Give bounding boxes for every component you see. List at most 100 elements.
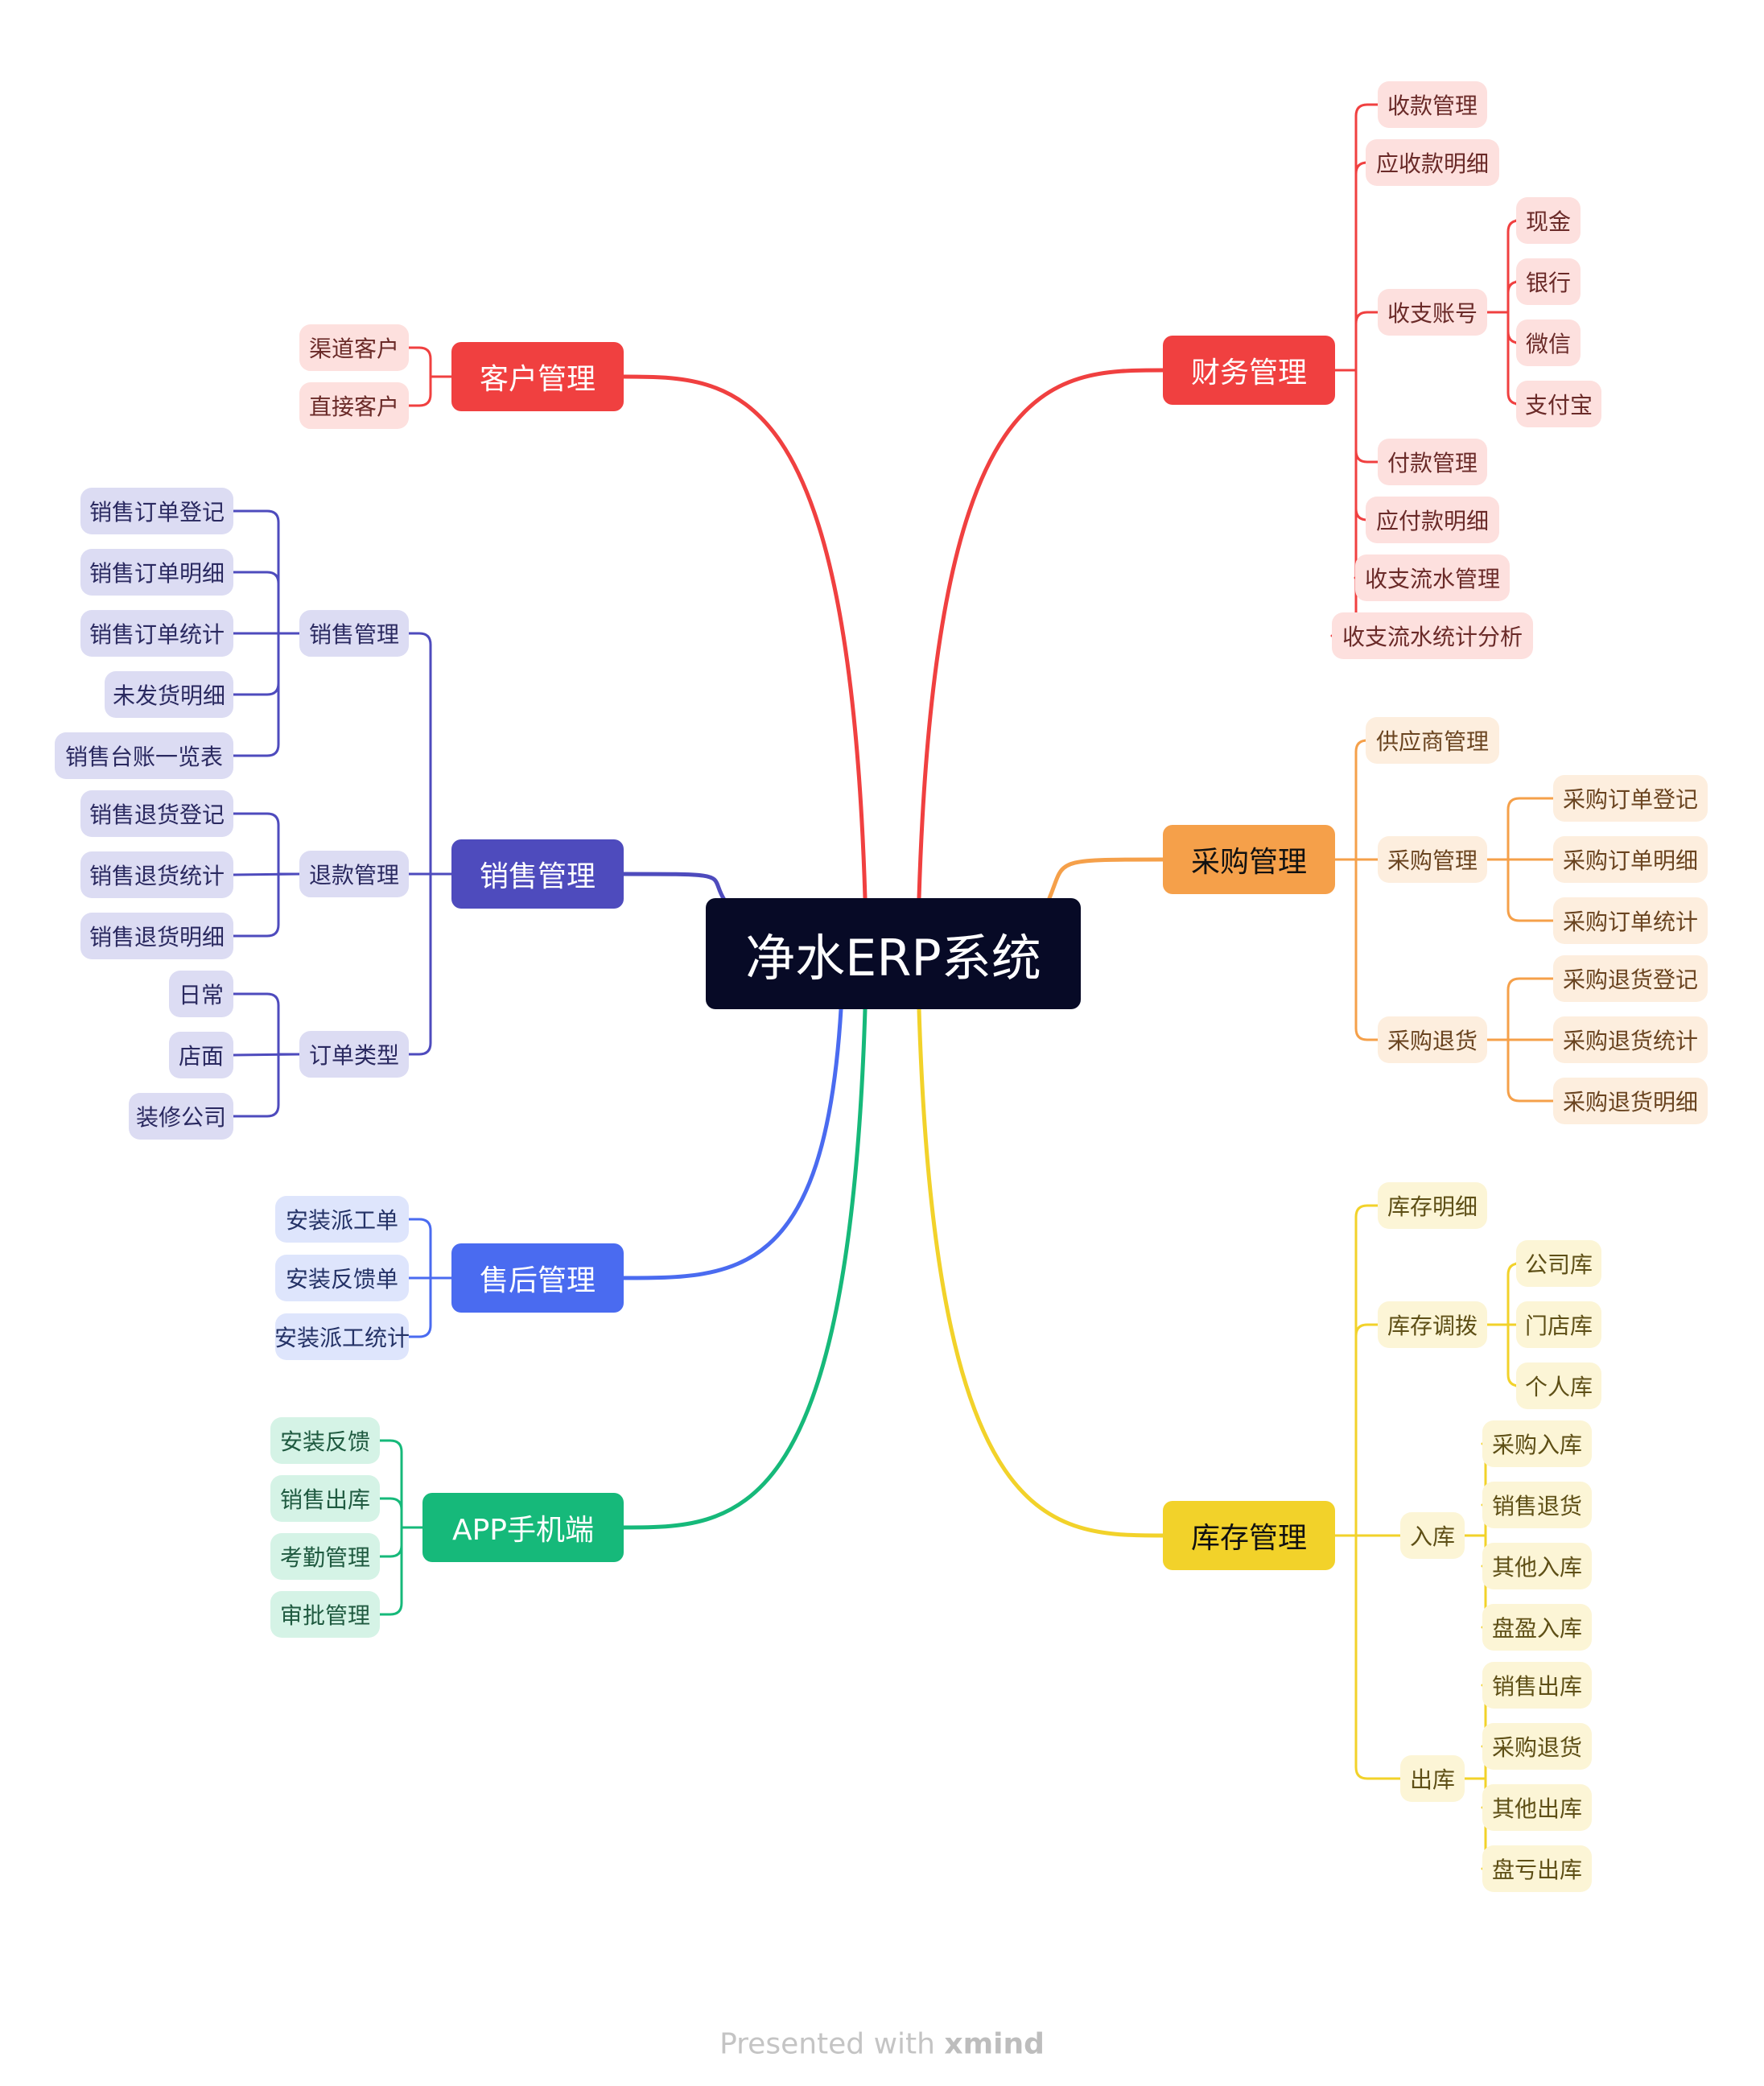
leaf-topic-xiaoshou[interactable]: 未发货明细 [105, 671, 233, 718]
connector-line [1486, 797, 1555, 861]
subtopic-app[interactable]: 审批管理 [270, 1591, 380, 1638]
connector-line [1486, 977, 1555, 1041]
leaf-topic-kucun[interactable]: 其他出库 [1482, 1784, 1592, 1831]
connector-line [1486, 858, 1555, 922]
connector-line [917, 1007, 1165, 1538]
leaf-topic-kucun[interactable]: 销售退货 [1482, 1482, 1592, 1528]
leaf-topic-xiaoshou[interactable]: 装修公司 [129, 1093, 233, 1140]
main-topic-kucun[interactable]: 库存管理 [1163, 1501, 1335, 1570]
root-topic[interactable]: 净水ERP系统 [706, 898, 1081, 1009]
leaf-topic-xiaoshou[interactable]: 销售退货统计 [80, 851, 233, 898]
subtopic-kucun[interactable]: 出库 [1400, 1755, 1465, 1802]
leaf-topic-caigou[interactable]: 采购退货明细 [1553, 1078, 1708, 1124]
main-topic-app[interactable]: APP手机端 [422, 1493, 624, 1562]
connector-line [1333, 369, 1368, 579]
leaf-topic-caigou[interactable]: 采购订单登记 [1553, 775, 1708, 822]
connector-line [232, 632, 301, 696]
connector-line [1486, 1038, 1555, 1103]
subtopic-app[interactable]: 销售出库 [270, 1475, 380, 1522]
connector-line [1047, 857, 1165, 901]
leaf-topic-caiwu[interactable]: 微信 [1516, 319, 1581, 366]
leaf-topic-caigou[interactable]: 采购订单统计 [1553, 897, 1708, 944]
connector-line [232, 1053, 301, 1118]
leaf-topic-kucun[interactable]: 销售出库 [1482, 1662, 1592, 1709]
leaf-topic-caiwu[interactable]: 现金 [1516, 197, 1581, 244]
subtopic-shouhou[interactable]: 安装派工统计 [274, 1313, 410, 1360]
connector-line [232, 509, 301, 635]
leaf-topic-xiaoshou[interactable]: 销售订单明细 [80, 549, 233, 596]
subtopic-caigou[interactable]: 采购退货 [1378, 1016, 1487, 1063]
connector-line [621, 1007, 868, 1530]
leaf-topic-kucun[interactable]: 其他入库 [1482, 1543, 1592, 1589]
leaf-topic-xiaoshou[interactable]: 日常 [169, 971, 233, 1017]
leaf-topic-kucun[interactable]: 盘盈入库 [1482, 1604, 1592, 1651]
subtopic-kucun[interactable]: 库存明细 [1378, 1182, 1487, 1229]
connector-line [1333, 369, 1368, 522]
subtopic-caiwu[interactable]: 收支流水统计分析 [1332, 612, 1533, 659]
subtopic-caiwu[interactable]: 收支账号 [1378, 289, 1487, 336]
leaf-topic-xiaoshou[interactable]: 销售退货明细 [80, 913, 233, 959]
main-topic-xiaoshou[interactable]: 销售管理 [451, 839, 624, 909]
main-topic-caiwu[interactable]: 财务管理 [1163, 336, 1335, 405]
leaf-topic-kucun[interactable]: 采购入库 [1482, 1420, 1592, 1467]
leaf-topic-xiaoshou[interactable]: 销售订单统计 [80, 610, 233, 657]
subtopic-kucun[interactable]: 库存调拨 [1378, 1301, 1487, 1348]
leaf-topic-xiaoshou[interactable]: 店面 [169, 1032, 233, 1078]
leaf-topic-kucun[interactable]: 盘亏出库 [1482, 1845, 1592, 1892]
connector-line [1486, 1262, 1520, 1326]
connector-line [378, 1439, 424, 1529]
leaf-topic-kucun[interactable]: 门店库 [1516, 1301, 1601, 1348]
leaf-topic-caiwu[interactable]: 银行 [1516, 258, 1581, 305]
subtopic-app[interactable]: 考勤管理 [270, 1533, 380, 1580]
connector-line [1486, 280, 1520, 314]
leaf-topic-caigou[interactable]: 采购订单明细 [1553, 836, 1708, 883]
subtopic-caigou[interactable]: 供应商管理 [1366, 717, 1499, 764]
subtopic-caiwu[interactable]: 应付款明细 [1366, 497, 1499, 543]
subtopic-xiaoshou[interactable]: 销售管理 [299, 610, 409, 657]
connector-line [1486, 1323, 1520, 1387]
connector-line [232, 571, 301, 635]
main-topic-kehu[interactable]: 客户管理 [451, 342, 624, 411]
subtopic-kehu[interactable]: 渠道客户 [299, 324, 409, 371]
connector-line [407, 632, 453, 876]
leaf-topic-kucun[interactable]: 公司库 [1516, 1240, 1601, 1287]
leaf-topic-kucun[interactable]: 采购退货 [1482, 1723, 1592, 1770]
leaf-topic-xiaoshou[interactable]: 销售订单登记 [80, 488, 233, 534]
connector-line [407, 1276, 453, 1338]
subtopic-xiaoshou[interactable]: 订单类型 [299, 1031, 409, 1078]
subtopic-shouhou[interactable]: 安装派工单 [275, 1196, 409, 1243]
connector-line [407, 375, 453, 407]
connector-line [1486, 311, 1520, 344]
connector-line [1333, 858, 1379, 1041]
connector-line [232, 632, 301, 757]
subtopic-caiwu[interactable]: 收支流水管理 [1355, 554, 1510, 601]
connector-line [917, 368, 1165, 901]
subtopic-caiwu[interactable]: 应收款明细 [1366, 139, 1499, 186]
connector-line [407, 1218, 453, 1280]
connector-line [1333, 1534, 1402, 1780]
leaf-topic-caiwu[interactable]: 支付宝 [1516, 381, 1601, 427]
subtopic-app[interactable]: 安装反馈 [270, 1417, 380, 1464]
leaf-topic-xiaoshou[interactable]: 销售退货登记 [80, 790, 233, 837]
subtopic-caiwu[interactable]: 收款管理 [1378, 81, 1487, 128]
subtopic-shouhou[interactable]: 安装反馈单 [275, 1255, 409, 1301]
connector-line [1333, 739, 1368, 861]
connector-line [232, 812, 301, 876]
leaf-topic-xiaoshou[interactable]: 销售台账一览表 [55, 732, 233, 779]
leaf-topic-caigou[interactable]: 采购退货登记 [1553, 955, 1708, 1002]
subtopic-kucun[interactable]: 入库 [1400, 1512, 1465, 1559]
leaf-topic-kucun[interactable]: 个人库 [1516, 1362, 1601, 1409]
leaf-topic-caigou[interactable]: 采购退货统计 [1553, 1016, 1708, 1063]
subtopic-caigou[interactable]: 采购管理 [1378, 836, 1487, 883]
subtopic-xiaoshou[interactable]: 退款管理 [299, 851, 409, 897]
connector-line [407, 872, 453, 1056]
main-topic-caigou[interactable]: 采购管理 [1163, 825, 1335, 894]
main-topic-shouhou[interactable]: 售后管理 [451, 1243, 624, 1313]
connector-line [378, 1497, 424, 1529]
subtopic-kehu[interactable]: 直接客户 [299, 382, 409, 429]
watermark-prefix: Presented with [719, 2027, 935, 2061]
subtopic-caiwu[interactable]: 付款管理 [1378, 439, 1487, 485]
connector-line [1333, 1323, 1379, 1537]
watermark-brand: xmind [944, 2027, 1045, 2061]
